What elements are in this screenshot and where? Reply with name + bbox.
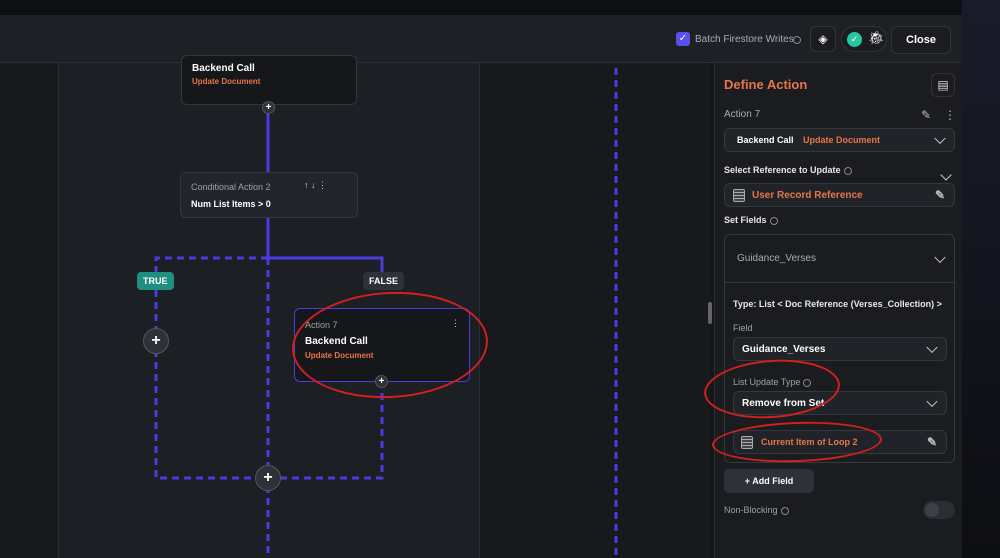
true-badge: TRUE (137, 272, 174, 290)
edit-icon[interactable]: ✎ (935, 188, 946, 202)
ref-label: Select Reference to Update (724, 165, 841, 175)
field-header[interactable]: Guidance_Verses (725, 235, 954, 283)
add-field-label: Add Field (752, 476, 794, 486)
reference-value: User Record Reference (752, 190, 863, 201)
scrollbar[interactable] (708, 302, 712, 324)
condition-text: Num List Items > 0 (191, 199, 271, 209)
non-blocking-label: Non-Blocking (724, 505, 778, 515)
action-name: Action 7 (724, 109, 761, 120)
info-icon (780, 506, 789, 515)
field-group: Guidance_Verses Type: List < Doc Referen… (724, 234, 955, 463)
batch-label: Batch Firestore Writes (695, 34, 794, 45)
set-fields-label: Set Fields (724, 215, 767, 225)
action-type: Backend Call (737, 135, 794, 145)
background (962, 0, 1000, 558)
chevron-down-icon (934, 132, 946, 145)
close-button[interactable]: Close (891, 26, 951, 54)
batch-checkbox[interactable]: ✓ (676, 32, 690, 46)
notes-icon[interactable]: ▤ (931, 73, 955, 97)
action-7-card[interactable]: Action 7 ⋮ Backend Call Update Document (294, 308, 470, 382)
card-subtitle: Update Document (192, 77, 261, 86)
add-field-button[interactable]: + Add Field (724, 469, 814, 493)
flow-connectors (154, 68, 618, 558)
chevron-down-icon (934, 251, 946, 263)
card-subtitle: Update Document (305, 351, 374, 360)
gem-icon[interactable]: ◈ (810, 26, 836, 52)
more-icon[interactable]: ⋮ (944, 108, 956, 122)
move-arrows-icon[interactable]: ↑ ↓ ⋮ (304, 180, 328, 190)
bug-icon: 🐞︎ (868, 30, 885, 45)
background (0, 0, 1000, 15)
value-text: Current Item of Loop 2 (761, 437, 858, 447)
field-select[interactable]: Guidance_Verses (733, 337, 947, 361)
add-action-button[interactable]: + (143, 328, 169, 354)
more-icon[interactable]: ⋮ (451, 318, 460, 328)
field-header-name: Guidance_Verses (737, 253, 816, 264)
connector-dashed (154, 256, 384, 480)
card-title: Backend Call (305, 336, 368, 347)
chevron-down-icon (926, 341, 938, 354)
value-field[interactable]: Current Item of Loop 2 ✎ (733, 430, 947, 454)
debug-group[interactable]: ✓ 🐞︎ (841, 26, 887, 52)
panel-title: Define Action (724, 77, 808, 92)
database-icon (733, 189, 745, 202)
add-action-button[interactable]: + (255, 465, 281, 491)
conditional-action-card[interactable]: Conditional Action 2 ↑ ↓ ⋮ Num List Item… (180, 172, 358, 218)
add-action-button[interactable]: + (262, 101, 275, 114)
check-icon: ✓ (847, 32, 862, 47)
action-type-select[interactable]: Backend Call Update Document (724, 128, 955, 152)
info-icon (793, 36, 801, 44)
backend-call-card[interactable]: Backend Call Update Document (181, 55, 357, 105)
list-update-label: List Update Type (733, 377, 801, 387)
card-label: Action 7 (305, 320, 338, 330)
card-label: Conditional Action 2 (191, 182, 271, 192)
connector (266, 218, 384, 272)
type-text: Type: List < Doc Reference (Verses_Colle… (733, 299, 942, 309)
false-badge: FALSE (363, 272, 405, 290)
chevron-down-icon[interactable] (940, 169, 952, 181)
info-icon (803, 378, 812, 387)
non-blocking-toggle[interactable] (923, 501, 955, 519)
action-subtype: Update Document (803, 135, 881, 145)
field-label: Field (733, 323, 753, 333)
card-title: Backend Call (192, 63, 255, 74)
info-icon (769, 216, 778, 225)
define-action-panel: Define Action ▤ Action 7 ✎ ⋮ Backend Cal… (714, 63, 962, 558)
plus-icon: + (744, 476, 753, 486)
info-icon (843, 166, 852, 175)
edit-icon[interactable]: ✎ (927, 435, 938, 449)
database-icon (741, 436, 753, 449)
header-bar: ✓ Batch Firestore Writes ◈ ✓ 🐞︎ Close (0, 15, 962, 63)
list-update-value: Remove from Set (742, 398, 825, 409)
reference-field[interactable]: User Record Reference ✎ (724, 183, 955, 207)
field-value: Guidance_Verses (742, 344, 826, 355)
chevron-down-icon (926, 395, 938, 408)
list-update-select[interactable]: Remove from Set (733, 391, 947, 415)
add-action-button[interactable]: + (375, 375, 388, 388)
edit-icon[interactable]: ✎ (921, 108, 932, 122)
